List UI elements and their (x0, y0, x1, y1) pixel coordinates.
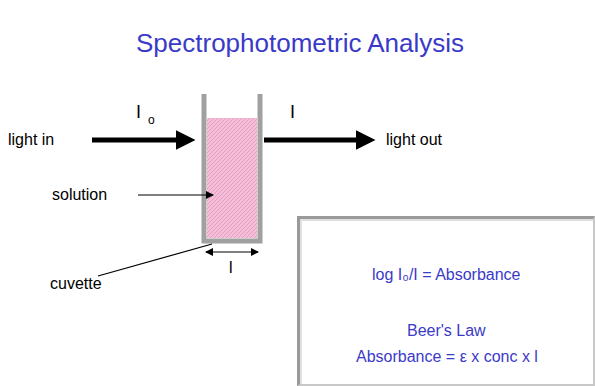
input-label: light in (8, 130, 54, 149)
cuvette-leader (98, 244, 212, 276)
light-out-arrow (264, 138, 368, 143)
solution-fill (207, 118, 257, 238)
law-heading: Beer's Law (407, 321, 486, 340)
title: Spectrophotometric Analysis (136, 28, 464, 59)
intensity-symbol: I (290, 102, 295, 124)
cuvette-walls (204, 94, 260, 241)
light-in-arrow (92, 138, 188, 143)
formula-text: log I₀/I = Absorbance (372, 265, 521, 284)
part-label: solution (52, 185, 107, 204)
formula-box: log I₀/I = AbsorbanceBeer's LawAbsorbanc… (297, 216, 595, 386)
formula-text: Absorbance = ε x conc x l (356, 347, 538, 366)
pathlength-arrow (206, 251, 258, 252)
dimension-label: l (229, 258, 233, 277)
solution-leader (138, 194, 213, 195)
part-label: cuvette (50, 274, 102, 293)
output-label: light out (386, 130, 442, 149)
intensity-symbol: I (136, 102, 141, 124)
subscript-label: o (148, 113, 155, 127)
